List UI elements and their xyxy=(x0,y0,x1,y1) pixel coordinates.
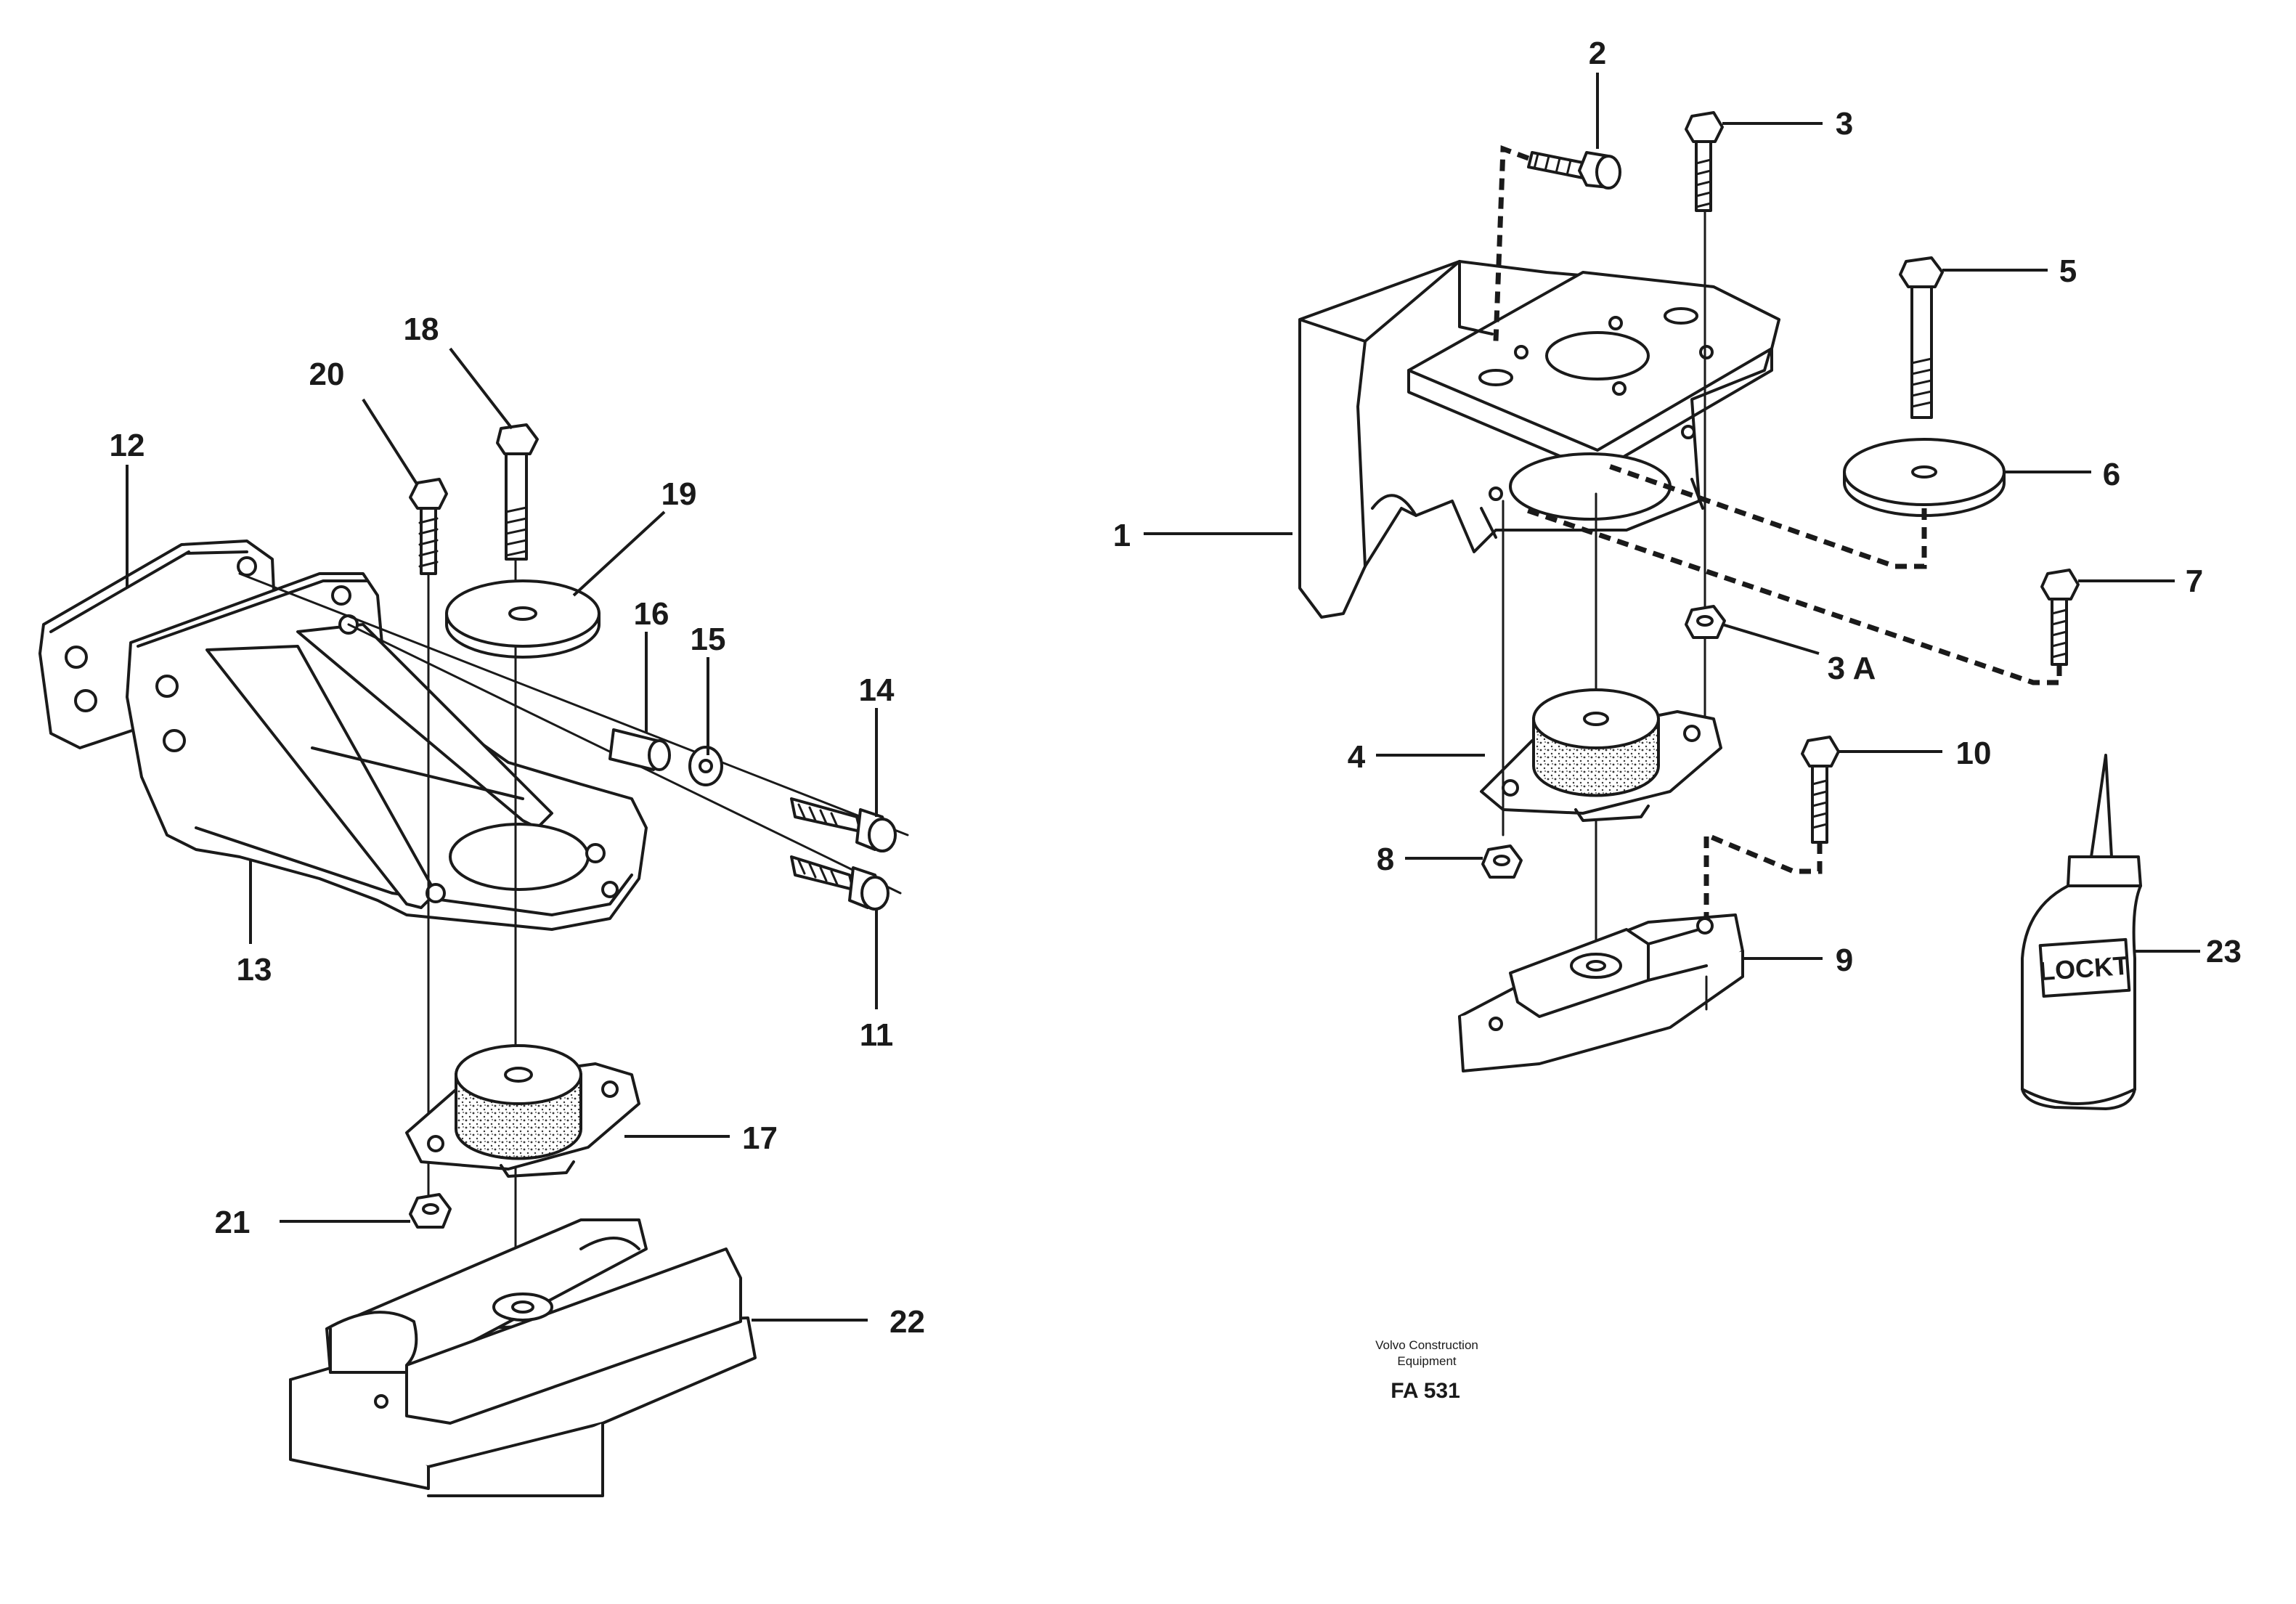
bolt-7 xyxy=(2040,569,2080,666)
callout-15: 15 xyxy=(691,622,726,657)
company-line-1: Volvo Construction xyxy=(1375,1338,1478,1352)
callout-22: 22 xyxy=(890,1304,925,1340)
rubber-mount-17 xyxy=(405,1044,640,1178)
washer-19 xyxy=(445,579,601,659)
rubber-mount-4 xyxy=(1480,688,1722,822)
spacer-16 xyxy=(608,728,671,771)
nut-3a xyxy=(1685,605,1726,639)
callout-9: 9 xyxy=(1836,943,1853,978)
figure-code: FA 531 xyxy=(1391,1379,1460,1403)
washer-6 xyxy=(1843,438,2006,517)
callout-16: 16 xyxy=(634,596,669,632)
callout-7: 7 xyxy=(2186,563,2203,599)
callout-12: 12 xyxy=(110,428,145,463)
leader-20 xyxy=(362,398,419,487)
right-assembly: LOCKT xyxy=(1144,73,2200,1110)
bolt-5 xyxy=(1899,256,1944,419)
bolt-2 xyxy=(1527,151,1621,190)
callout-1: 1 xyxy=(1113,518,1131,553)
callout-2: 2 xyxy=(1589,36,1606,71)
nut-21 xyxy=(409,1193,452,1229)
callout-20: 20 xyxy=(309,357,345,392)
bracket-1 xyxy=(1298,260,1780,619)
nut-8 xyxy=(1481,844,1523,879)
callout-3: 3 xyxy=(1836,106,1853,142)
bolt-20 xyxy=(409,478,448,575)
bolt-18 xyxy=(496,423,539,561)
callout-6: 6 xyxy=(2103,457,2120,492)
threadlocker-bottle-23: LOCKT xyxy=(2021,754,2142,1110)
callout-3a: 3 A xyxy=(1828,651,1876,686)
dashed-path-10 xyxy=(1703,831,1823,922)
bolt-3 xyxy=(1685,111,1724,212)
callout-14: 14 xyxy=(859,672,895,708)
callout-4: 4 xyxy=(1348,739,1366,775)
callout-numbers: 1 2 3 3 A 4 5 6 7 8 9 10 11 12 13 14 15 … xyxy=(110,36,2242,1340)
callout-10: 10 xyxy=(1956,736,1992,771)
leader-18 xyxy=(449,347,513,430)
callout-8: 8 xyxy=(1377,842,1394,877)
dashed-path-5 xyxy=(1603,462,1927,569)
leader-19 xyxy=(572,510,666,597)
callout-19: 19 xyxy=(661,476,697,512)
washer-15 xyxy=(688,746,723,786)
callout-13: 13 xyxy=(237,952,272,988)
callout-17: 17 xyxy=(742,1120,778,1156)
callout-11: 11 xyxy=(860,1017,894,1053)
bolt-14 xyxy=(790,797,897,852)
dashed-path-2 xyxy=(1493,145,1530,342)
figure-caption: Volvo Construction Equipment FA 531 xyxy=(1375,1338,1478,1403)
leader-3a xyxy=(1722,623,1820,655)
fixture-block-22 xyxy=(289,1218,757,1497)
callout-21: 21 xyxy=(215,1205,251,1240)
bolt-10 xyxy=(1801,736,1840,844)
left-assembly xyxy=(38,347,909,1497)
base-block-9 xyxy=(1458,913,1744,1072)
bottle-label-text: LOCKT xyxy=(2038,950,2130,987)
callout-5: 5 xyxy=(2059,253,2077,289)
company-line-2: Equipment xyxy=(1397,1354,1457,1368)
bottle-label xyxy=(2038,937,2131,998)
callout-23: 23 xyxy=(2206,934,2242,969)
callout-18: 18 xyxy=(404,312,439,347)
bolt-11 xyxy=(790,855,890,911)
dashed-path-7 xyxy=(1520,505,2062,685)
